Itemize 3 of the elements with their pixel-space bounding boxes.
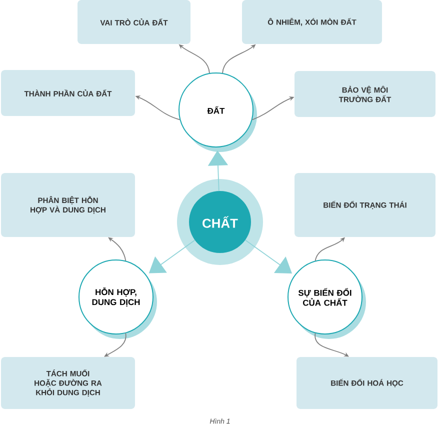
- arrow: [104, 332, 126, 357]
- arrow: [314, 332, 349, 357]
- arrow: [108, 237, 126, 262]
